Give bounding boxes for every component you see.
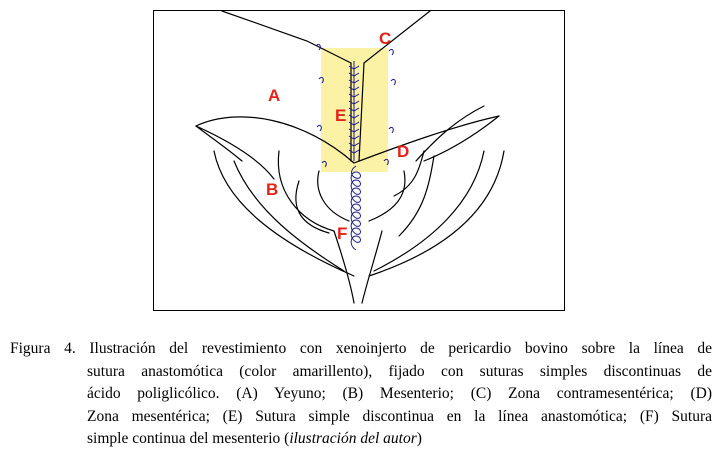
jejunum-right-bend xyxy=(415,105,485,162)
mesentery-left-loop-1 xyxy=(213,150,355,277)
mesentery-right-loop-3 xyxy=(398,155,435,237)
mesentery-center-right xyxy=(361,230,383,304)
caption-line-5-end: ) xyxy=(416,430,422,447)
anastomosis-left-diagonal xyxy=(195,116,355,164)
jejunum-left-bend xyxy=(195,125,275,180)
anastomosis-illustration: A B C D E F xyxy=(195,11,505,304)
mesentery-right-fold xyxy=(368,170,406,222)
mesentery-center-left xyxy=(333,230,355,304)
mesentery-continuous-suture xyxy=(350,165,361,251)
mesentery-left-fold xyxy=(317,170,350,222)
jejunum-right-outer xyxy=(423,115,500,162)
caption-line-5-start: simple continua del mesenterio ( xyxy=(87,430,290,447)
anastomotic-suture-line xyxy=(348,61,360,161)
label-d-mesenteric: D xyxy=(397,142,409,161)
mesentery-left-loop-3 xyxy=(277,150,335,232)
label-b-mesentery: B xyxy=(266,180,278,199)
label-f-suture-mesentery: F xyxy=(337,224,347,243)
caption-line-4: Zona mesentérica; (E) Sutura simple disc… xyxy=(87,407,712,425)
mesentery-right-curl xyxy=(393,150,425,197)
graft-fixation-stitches xyxy=(315,43,396,168)
figure-frame: A B C D E F xyxy=(153,10,565,311)
caption-line-2: sutura anastomótica (color amarillento),… xyxy=(87,362,712,380)
caption-line-1: Figura 4. Ilustración del revestimiento … xyxy=(10,340,712,357)
label-c-antimesenteric: C xyxy=(379,29,391,48)
jejunum-left-outer xyxy=(195,125,243,162)
mesentery-left-loop-2 xyxy=(233,160,345,272)
figure-caption: Figura 4. Ilustración del revestimiento … xyxy=(10,338,712,451)
jejunum-upper-right-edge xyxy=(363,11,431,64)
intestine-outline xyxy=(195,11,505,304)
label-a-jejunum: A xyxy=(268,86,280,105)
caption-line-5: simple continua del mesenterio (ilustrac… xyxy=(10,428,712,451)
v-line-right xyxy=(358,62,365,162)
mesentery-right-loop-2 xyxy=(373,150,485,272)
label-e-suture-anastomotic: E xyxy=(335,106,346,125)
mesentery-left-curl xyxy=(295,180,330,234)
mesentery-right-loop-1 xyxy=(368,150,505,277)
jejunum-upper-left-edge xyxy=(221,11,352,64)
caption-line-3: ácido poliglicólico. (A) Yeyuno; (B) Mes… xyxy=(87,385,712,402)
caption-author-credit: ilustración del autor xyxy=(289,430,417,447)
anastomosis-right-diagonal xyxy=(353,115,500,164)
